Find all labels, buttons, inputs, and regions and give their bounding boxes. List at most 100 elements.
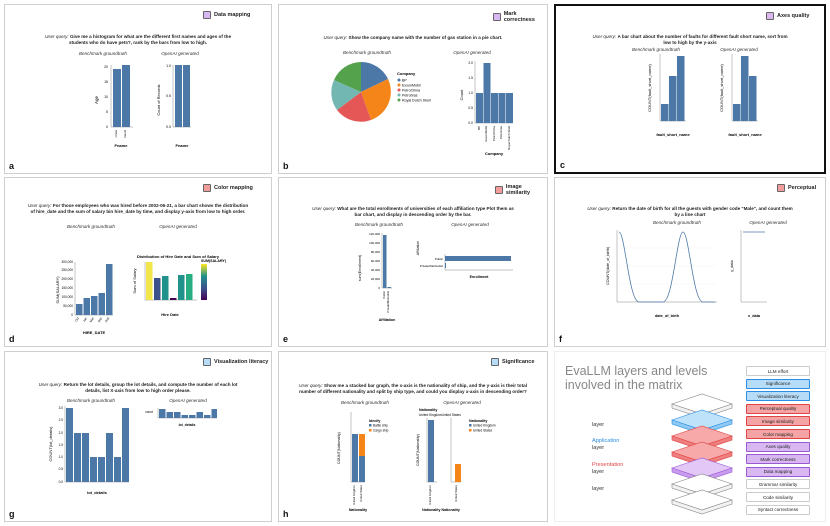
layer-label: layer	[592, 486, 604, 492]
panel-letter: h	[283, 509, 289, 519]
pie-slice	[331, 80, 361, 110]
bench-label: Benchmark groundtruth	[340, 400, 389, 405]
tick-label: 40,000	[371, 268, 381, 272]
bench-label: Benchmark groundtruth	[631, 47, 680, 52]
bar	[677, 56, 685, 121]
y-axis-label: sum(Enrollment)	[358, 255, 362, 281]
openai-label: OpenAI generated	[161, 51, 199, 56]
tag-swatch	[777, 184, 785, 192]
query-prefix: User query:	[299, 383, 323, 388]
openai-chart: Public Private/Methodist Affiliation Enr…	[416, 241, 513, 279]
query-prefix: User query:	[587, 206, 611, 211]
tag-swatch	[493, 13, 501, 21]
bench-chart: COUNT(fault_short_name) fault_short_name	[647, 54, 690, 137]
bar	[113, 69, 121, 127]
tick-label: 1.0	[166, 64, 171, 68]
tick-label: 1.5	[59, 443, 64, 447]
bar	[178, 275, 185, 300]
x-axis-label: Hire Date	[161, 312, 179, 317]
bench-chart: sum(Enrollment) Affiliation 0 20,000 40,…	[358, 232, 395, 322]
tag-swatch	[495, 186, 503, 194]
level-box: Axes quality	[746, 441, 810, 452]
tick-label: BP	[477, 126, 481, 130]
bench-label: Benchmark groundtruth	[354, 222, 403, 227]
tick-label: 20,000	[371, 277, 381, 281]
tick-label: Public	[382, 290, 386, 298]
panel-b: Mark correctness User query: Show the co…	[278, 4, 548, 174]
bar	[174, 412, 181, 418]
panel-f-charts: COUNT(date_of_birth) date_of_birth y_dat…	[606, 230, 767, 318]
panel-d-charts: SUM(SALARY) HIRE_DATE 0 50,000 100,000 1…	[55, 254, 227, 335]
openai-label: OpenAI generated	[453, 50, 491, 55]
bench-chart: COUNT(date_of_birth) date_of_birth	[606, 230, 717, 318]
bar	[146, 262, 153, 300]
panel-f: Perceptual User query: Return the date o…	[554, 177, 826, 347]
tick-label: United Kingdom	[352, 484, 356, 505]
tag-label: Visualization literacy	[214, 359, 269, 365]
layer-name: Presentation	[592, 462, 624, 468]
tick-label: United States	[359, 484, 363, 501]
level-box: Visualization literacy	[746, 391, 810, 402]
x-axis-label: Fname	[176, 143, 190, 148]
tag-swatch	[491, 358, 499, 366]
y-axis-label: COUNT(Nationality)	[337, 432, 341, 464]
bar	[166, 412, 173, 418]
tag-swatch	[203, 11, 211, 19]
matrix-title: EvaLLM layers and levels involved in the…	[565, 364, 708, 392]
tick-label: 0.0	[166, 125, 171, 129]
bench-label: Benchmark groundtruth	[78, 51, 127, 56]
pie-slice	[361, 62, 388, 92]
bar	[106, 264, 113, 315]
panel-h-charts: COUNT(Nationality) Nationality United Ki…	[337, 408, 496, 512]
x-axis-label: fault_short_name	[728, 132, 762, 137]
tick-label: 0.5	[59, 467, 64, 471]
query-text: For those employees who was hired before…	[30, 203, 249, 214]
panel-c-charts: COUNT(fault_short_name) fault_short_name…	[647, 54, 762, 137]
tick-label: Linda	[114, 130, 118, 138]
tick-label: 100,000	[369, 241, 380, 245]
level-tag: Perceptual	[777, 184, 816, 192]
bar	[733, 104, 741, 121]
panel-d: Color mapping User query: For those empl…	[4, 177, 272, 347]
level-tag: Axes quality	[766, 12, 809, 20]
bar	[170, 298, 177, 300]
openai-chart: Distribution of Hire Date and Sum of Sal…	[132, 254, 220, 317]
tag-label: Image similarity	[505, 184, 531, 196]
bar	[506, 93, 513, 123]
query-text: Show the company name with the number of…	[348, 35, 503, 40]
bar	[82, 433, 89, 482]
bar	[66, 408, 73, 482]
layer-suffix: layer	[592, 469, 605, 475]
level-box: Code similarity	[746, 492, 810, 502]
bar	[196, 412, 203, 418]
bench-label: Benchmark groundtruth	[342, 50, 391, 55]
user-query: User query: What are the total enrollmen…	[279, 206, 547, 217]
tick-label: 250,000	[61, 268, 73, 272]
legend-dot	[397, 93, 401, 97]
panel-letter: a	[9, 161, 15, 171]
gridlines	[617, 247, 717, 285]
legend-dot	[397, 88, 401, 92]
tick-label: 60,000	[371, 259, 381, 263]
bar	[491, 93, 498, 123]
x-axis-label: Enrollment	[470, 275, 490, 279]
tag-swatch	[203, 184, 211, 192]
tick-label: 120,000	[369, 232, 380, 236]
bar	[175, 65, 182, 127]
tick-label: 2.0	[468, 61, 473, 65]
panel-e: Image similarity User query: What are th…	[278, 177, 548, 347]
panel-h: Significance User query: Show me a stack…	[278, 351, 548, 522]
user-query: User query: Return the date of birth for…	[555, 206, 825, 217]
x-axis-label: HIRE_DATE	[83, 330, 106, 335]
legend-item: Battle ship	[373, 424, 388, 428]
tick-label: 80,000	[371, 250, 381, 254]
level-box: Data mapping	[746, 466, 810, 477]
legend-item: PetroChina	[402, 89, 420, 93]
tick-label: 0.5	[166, 94, 171, 98]
bar	[186, 274, 193, 300]
chart-title: Distribution of Hire Date and Sum of Sal…	[137, 254, 220, 259]
query-prefix: User query:	[592, 34, 617, 39]
panel-e-charts: sum(Enrollment) Affiliation 0 20,000 40,…	[358, 232, 513, 322]
